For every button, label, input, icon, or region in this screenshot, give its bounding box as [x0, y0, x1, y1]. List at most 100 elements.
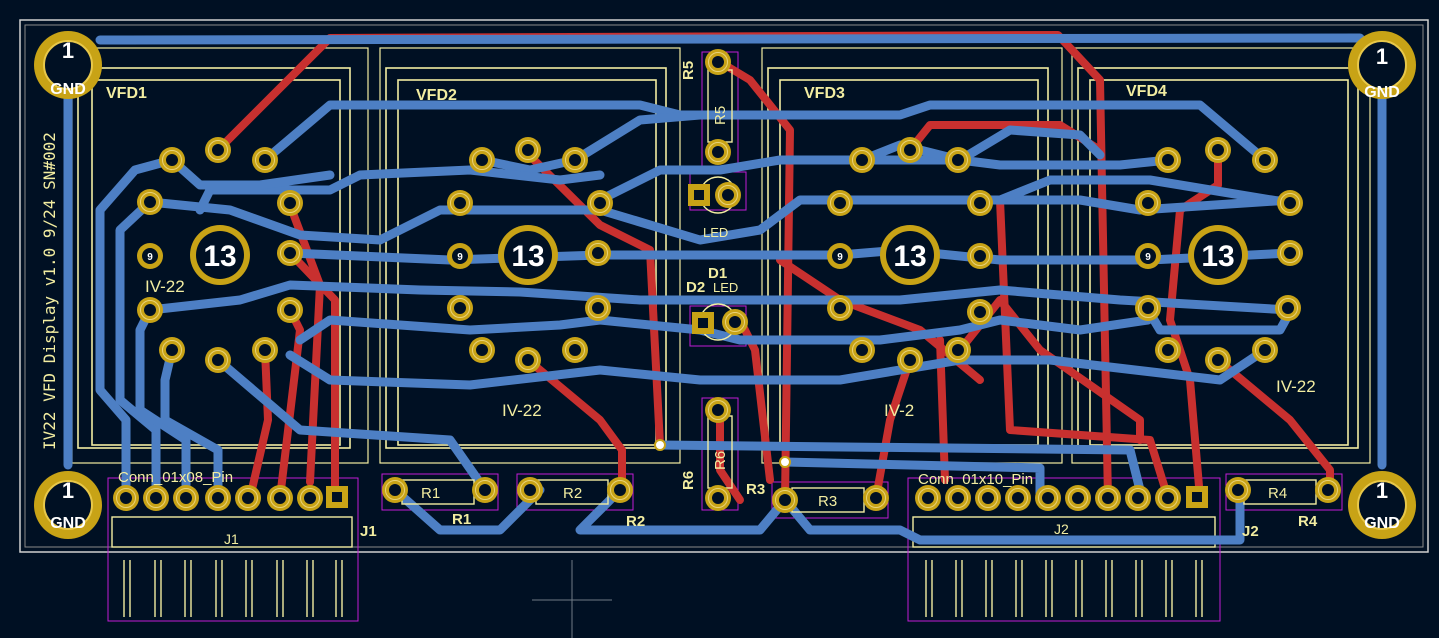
through-hole-pad[interactable]	[472, 477, 498, 503]
through-hole-pad[interactable]	[975, 485, 1001, 511]
tube-pad-9-vfd1[interactable]: 9	[137, 243, 163, 269]
through-hole-pad[interactable]	[945, 337, 971, 363]
through-hole-pad[interactable]	[517, 477, 543, 503]
through-hole-pad[interactable]	[1155, 147, 1181, 173]
through-hole-pad[interactable]	[137, 297, 163, 323]
through-hole-pad[interactable]	[1125, 485, 1151, 511]
through-hole-pad[interactable]	[447, 190, 473, 216]
r6-ref: R6	[680, 471, 697, 490]
tube-pad-13-vfd2[interactable]: 13	[498, 225, 558, 285]
through-hole-pad[interactable]	[585, 240, 611, 266]
through-hole-pad[interactable]	[772, 487, 798, 513]
through-hole-pad[interactable]	[967, 190, 993, 216]
through-hole-pad[interactable]	[827, 295, 853, 321]
j1-body-label: J1	[224, 531, 239, 547]
tube-pad-9-vfd3[interactable]: 9	[827, 243, 853, 269]
through-hole-pad[interactable]	[849, 337, 875, 363]
through-hole-pad[interactable]	[447, 295, 473, 321]
j2-body-label: J2	[1054, 521, 1069, 537]
through-hole-pad[interactable]	[1277, 240, 1303, 266]
tube-pad-9-vfd4[interactable]: 9	[1135, 243, 1161, 269]
through-hole-pad[interactable]	[1155, 485, 1181, 511]
through-hole-pad[interactable]	[1252, 147, 1278, 173]
tube-pad-13-vfd4[interactable]: 13	[1188, 225, 1248, 285]
through-hole-pad[interactable]	[849, 147, 875, 173]
via	[654, 439, 666, 451]
through-hole-pad[interactable]	[1277, 190, 1303, 216]
through-hole-pad[interactable]	[205, 137, 231, 163]
through-hole-pad[interactable]	[1225, 477, 1251, 503]
through-hole-pad[interactable]	[967, 243, 993, 269]
through-hole-pad[interactable]	[113, 485, 139, 511]
through-hole-pad[interactable]	[722, 309, 748, 335]
through-hole-pad[interactable]	[515, 347, 541, 373]
through-hole-pad[interactable]	[1205, 137, 1231, 163]
tube-pad-9-label: 9	[457, 252, 463, 263]
through-hole-pad[interactable]	[137, 189, 163, 215]
through-hole-pad[interactable]	[863, 485, 889, 511]
through-hole-pad[interactable]	[705, 397, 731, 423]
through-hole-pad[interactable]	[173, 485, 199, 511]
through-hole-pad[interactable]	[1205, 347, 1231, 373]
vfd3-value: IV-2	[884, 401, 914, 420]
vias	[654, 439, 791, 468]
through-hole-pad[interactable]	[1065, 485, 1091, 511]
through-hole-pad[interactable]	[143, 485, 169, 511]
r3-ref: R3	[746, 481, 765, 498]
through-hole-pad[interactable]	[607, 477, 633, 503]
through-hole-pad[interactable]	[562, 147, 588, 173]
through-hole-pad[interactable]	[277, 297, 303, 323]
mounting-hole-top-right[interactable]: 1 GND	[1348, 31, 1416, 101]
through-hole-pad[interactable]	[705, 49, 731, 75]
mounting-hole-bottom-right[interactable]: 1 GND	[1348, 471, 1416, 539]
through-hole-pad[interactable]	[897, 137, 923, 163]
through-hole-pad[interactable]	[277, 240, 303, 266]
through-hole-pad[interactable]	[205, 485, 231, 511]
tube-pad-9-vfd2[interactable]: 9	[447, 243, 473, 269]
through-hole-pad[interactable]	[1135, 295, 1161, 321]
hole-number: 1	[1376, 478, 1388, 503]
through-hole-pad[interactable]	[967, 299, 993, 325]
mounting-hole-bottom-left[interactable]: 1 GND	[34, 471, 102, 539]
through-hole-pad[interactable]	[1095, 485, 1121, 511]
through-hole-pad[interactable]	[1275, 295, 1301, 321]
through-hole-pad[interactable]	[469, 337, 495, 363]
through-hole-pad[interactable]	[915, 485, 941, 511]
through-hole-pad[interactable]	[252, 147, 278, 173]
through-hole-pad[interactable]	[205, 347, 231, 373]
mounting-hole-top-left[interactable]: 1 GND	[34, 31, 102, 99]
through-hole-pad[interactable]	[252, 337, 278, 363]
through-hole-pad[interactable]	[1155, 337, 1181, 363]
j2-ref: J2	[1242, 523, 1259, 540]
through-hole-pad[interactable]	[945, 147, 971, 173]
through-hole-pad[interactable]	[1135, 190, 1161, 216]
vfd2-ref: VFD2	[416, 87, 457, 104]
through-hole-pad[interactable]	[1005, 485, 1031, 511]
through-hole-pad[interactable]	[515, 137, 541, 163]
through-hole-pad[interactable]	[705, 485, 731, 511]
through-hole-pad[interactable]	[585, 295, 611, 321]
through-hole-pad[interactable]	[159, 147, 185, 173]
through-hole-pad[interactable]	[705, 139, 731, 165]
through-hole-pad[interactable]	[1252, 337, 1278, 363]
through-hole-pad[interactable]	[827, 190, 853, 216]
tube-pad-13-vfd3[interactable]: 13	[880, 225, 940, 285]
through-hole-pad[interactable]	[1315, 477, 1341, 503]
through-hole-pad[interactable]	[945, 485, 971, 511]
through-hole-pad[interactable]	[382, 477, 408, 503]
through-hole-pad[interactable]	[277, 190, 303, 216]
hole-net: GND	[50, 81, 86, 98]
through-hole-pad[interactable]	[1035, 485, 1061, 511]
tube-pad-13-vfd1[interactable]: 13	[190, 225, 250, 285]
through-hole-pad[interactable]	[235, 485, 261, 511]
hole-number: 1	[62, 38, 74, 63]
through-hole-pad[interactable]	[469, 147, 495, 173]
through-hole-pad[interactable]	[159, 337, 185, 363]
through-hole-pad[interactable]	[587, 190, 613, 216]
through-hole-pad[interactable]	[897, 347, 923, 373]
through-hole-pad[interactable]	[297, 485, 323, 511]
through-hole-pad[interactable]	[267, 485, 293, 511]
through-hole-pad[interactable]	[715, 182, 741, 208]
through-hole-pad[interactable]	[562, 337, 588, 363]
r3-body-label: R3	[818, 493, 837, 510]
